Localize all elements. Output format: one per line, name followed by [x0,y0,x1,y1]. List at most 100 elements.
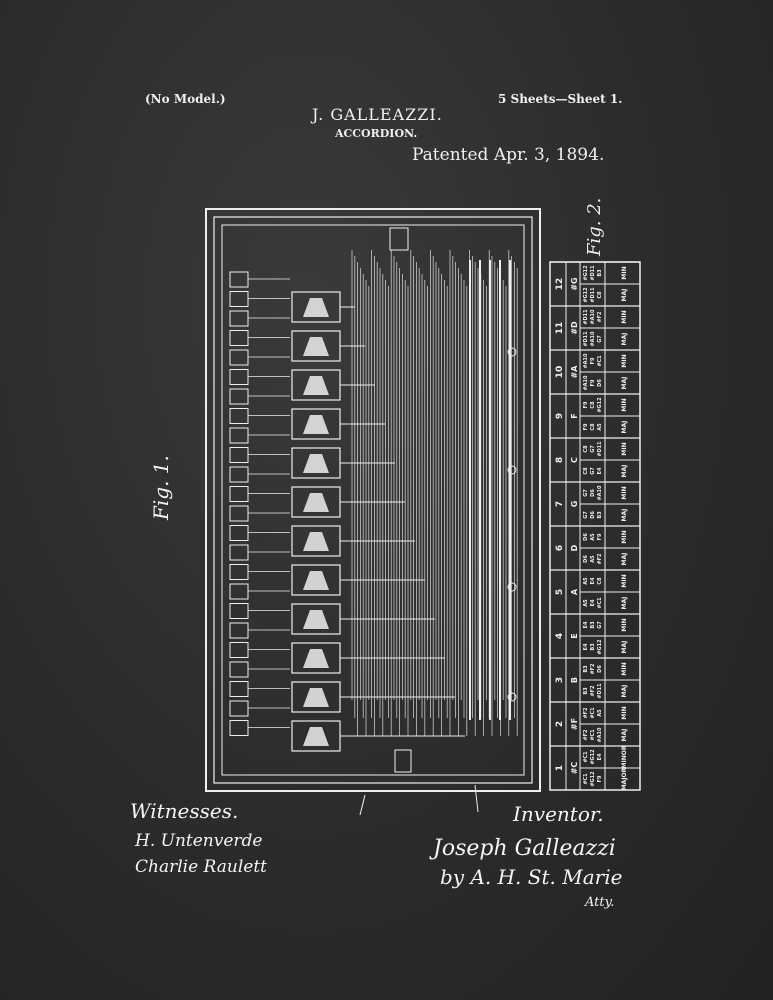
chord-number: 4 [555,633,565,639]
minor-label: MIN [621,486,628,499]
chord-key: G [570,501,579,508]
major-label: MAJ [621,333,628,346]
key [229,369,249,385]
key [229,349,249,366]
chord-minor-note: C8 [597,577,603,585]
major-label: MAJ [621,685,628,698]
inventor-signature: Joseph Galleazzi [433,836,616,861]
minor-label: MIN [621,354,628,367]
chord-minor-note: F9 [583,401,589,408]
reed-valve [303,415,329,434]
minor-label: MIN [621,266,628,279]
chord-number: 9 [555,413,565,419]
key [229,583,249,600]
chord-minor-note: D6 [597,665,603,673]
chord-minor-note: F9 [590,357,596,364]
chord-major-note: C8 [597,291,603,299]
key [229,271,249,288]
chord-major-note: A5 [597,423,603,431]
chord-key: F [570,413,579,418]
chord-major-note: E4 [597,467,603,474]
key [229,427,249,444]
major-label: MAJOR [621,767,628,790]
chord-minor-note: C8 [583,445,589,453]
key [229,661,249,678]
key [229,486,249,502]
minor-label: MINOR [621,745,628,768]
chord-minor-note: B3 [597,269,603,277]
chord-major-note: B3 [590,643,596,651]
chord-major-note: F9 [597,775,603,782]
minor-label: MIN [621,706,628,719]
chord-major-note: E4 [590,599,596,606]
chord-number: 8 [555,457,565,463]
chord-major-note: A5 [590,555,596,563]
chord-minor-note: #D11 [597,441,603,457]
reed-valve [303,454,329,473]
witness-signature-2: Charlie Raulett [135,857,267,877]
chord-major-note: #F2 [583,729,589,741]
chord-major-note: #A10 [590,331,596,347]
chord-minor-note: #D11 [590,265,596,281]
key [229,603,249,619]
chord-major-note: C8 [590,423,596,431]
key [229,564,249,580]
chord-minor-note: G7 [583,489,589,497]
chord-minor-note: #A10 [583,353,589,369]
major-label: MAJ [621,553,628,566]
chord-major-note: D6 [590,511,596,519]
patent-date: Patented Apr. 3, 1894. [412,145,605,165]
minor-label: MIN [621,618,628,631]
chord-minor-note: B3 [590,621,596,629]
chord-key: #C [570,762,579,775]
reed-valve [303,649,329,668]
chord-minor-note: #C1 [597,355,603,367]
chord-major-note: #G12 [597,639,603,655]
major-label: MAJ [621,597,628,610]
key [229,622,249,639]
chord-minor-note: #F2 [583,707,589,719]
chord-major-note: #C1 [590,729,596,741]
chord-key: #G [570,277,579,290]
witness-signature-1: H. Untenverde [135,831,263,851]
chord-minor-note: #F2 [590,663,596,675]
top-block [389,227,409,251]
minor-label: MIN [621,530,628,543]
chord-minor-note: #C1 [583,751,589,763]
reed-valve [303,376,329,395]
major-label: MAJ [621,465,628,478]
chord-minor-note: #G12 [583,265,589,281]
chord-major-note: F9 [583,423,589,430]
chord-minor-note: D6 [583,533,589,541]
key [229,388,249,405]
chord-major-note: #D11 [583,331,589,347]
pivot-circle [507,692,517,702]
key [229,408,249,424]
pivot-circle [507,465,517,475]
chord-minor-note: #A10 [590,309,596,325]
chord-key: A [570,588,579,595]
chord-minor-note: E4 [597,753,603,760]
chord-minor-note: G7 [590,445,596,453]
major-label: MAJ [621,641,628,654]
chord-major-note: G7 [597,335,603,343]
chord-number: 3 [555,677,565,683]
chord-minor-note: #A10 [597,485,603,501]
minor-label: MIN [621,442,628,455]
chord-number: 5 [555,589,565,595]
chord-number: 1 [555,765,565,771]
chord-major-note: #D11 [590,287,596,303]
chord-minor-note: #G12 [597,397,603,413]
key [229,700,249,717]
chord-number: 11 [555,322,565,335]
reed-valve [303,532,329,551]
chord-minor-note: A5 [597,709,603,717]
patent-title: ACCORDION. [335,127,418,140]
major-label: MAJ [621,289,628,302]
chord-minor-note: #F2 [597,311,603,323]
inner-frame [221,224,525,776]
chord-major-note: #A10 [597,727,603,743]
key [229,505,249,522]
key [229,681,249,697]
